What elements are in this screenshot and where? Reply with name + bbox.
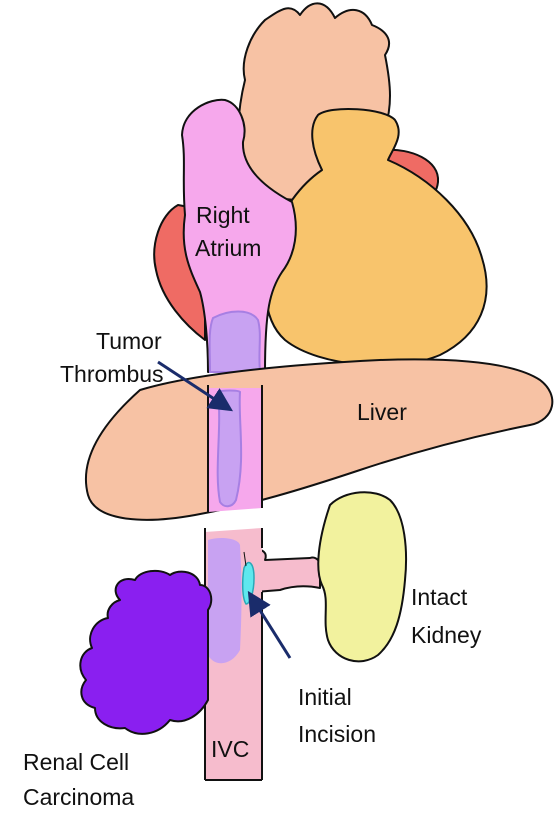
intact-kidney-label-line1: Intact (411, 584, 468, 610)
intact-kidney-label-line2: Kidney (411, 622, 482, 648)
renal-cell-carcinoma (80, 571, 211, 734)
liver-label: Liver (357, 399, 407, 425)
right-atrium-label-line1: Right (196, 202, 250, 228)
thrombus-atrial (210, 312, 260, 373)
initial-incision-label-line2: Incision (298, 721, 376, 747)
right-atrium-label-line2: Atrium (195, 235, 261, 261)
renal-cell-carcinoma-label-line2: Carcinoma (23, 784, 134, 810)
ivc-label: IVC (211, 736, 249, 762)
tumor-thrombus-label-line2: Thrombus (60, 361, 164, 387)
renal-vein (255, 548, 320, 592)
thrombus-infrahepatic (208, 538, 242, 663)
initial-incision-label-line1: Initial (298, 684, 352, 710)
renal-cell-carcinoma-label-line1: Renal Cell (23, 749, 129, 775)
thrombus-hepatic (218, 391, 241, 507)
intact-kidney (318, 492, 406, 661)
tumor-thrombus-label-line1: Tumor (96, 328, 162, 354)
